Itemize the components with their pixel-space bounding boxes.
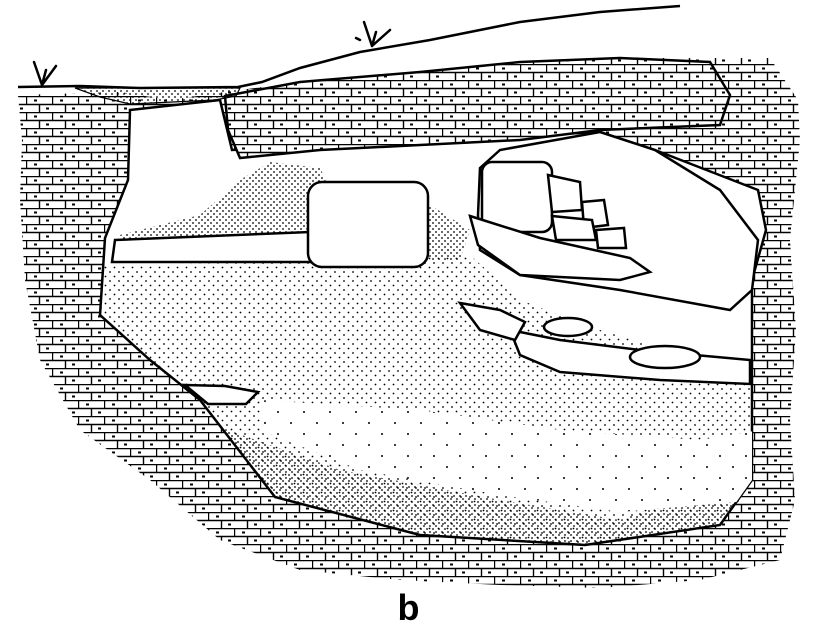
block-stack-4: [596, 228, 626, 248]
block-stack-3: [552, 216, 596, 240]
block-tall-right: [482, 162, 552, 232]
grass-tuft-left: [34, 62, 56, 85]
block-stack-1: [548, 175, 582, 212]
grass-tuft-right: [356, 22, 390, 46]
lens-3: [630, 346, 700, 368]
lens-2: [544, 318, 592, 336]
grass-tufts: [34, 22, 390, 85]
block-square-center: [308, 182, 428, 267]
panel-label: b: [0, 588, 817, 628]
